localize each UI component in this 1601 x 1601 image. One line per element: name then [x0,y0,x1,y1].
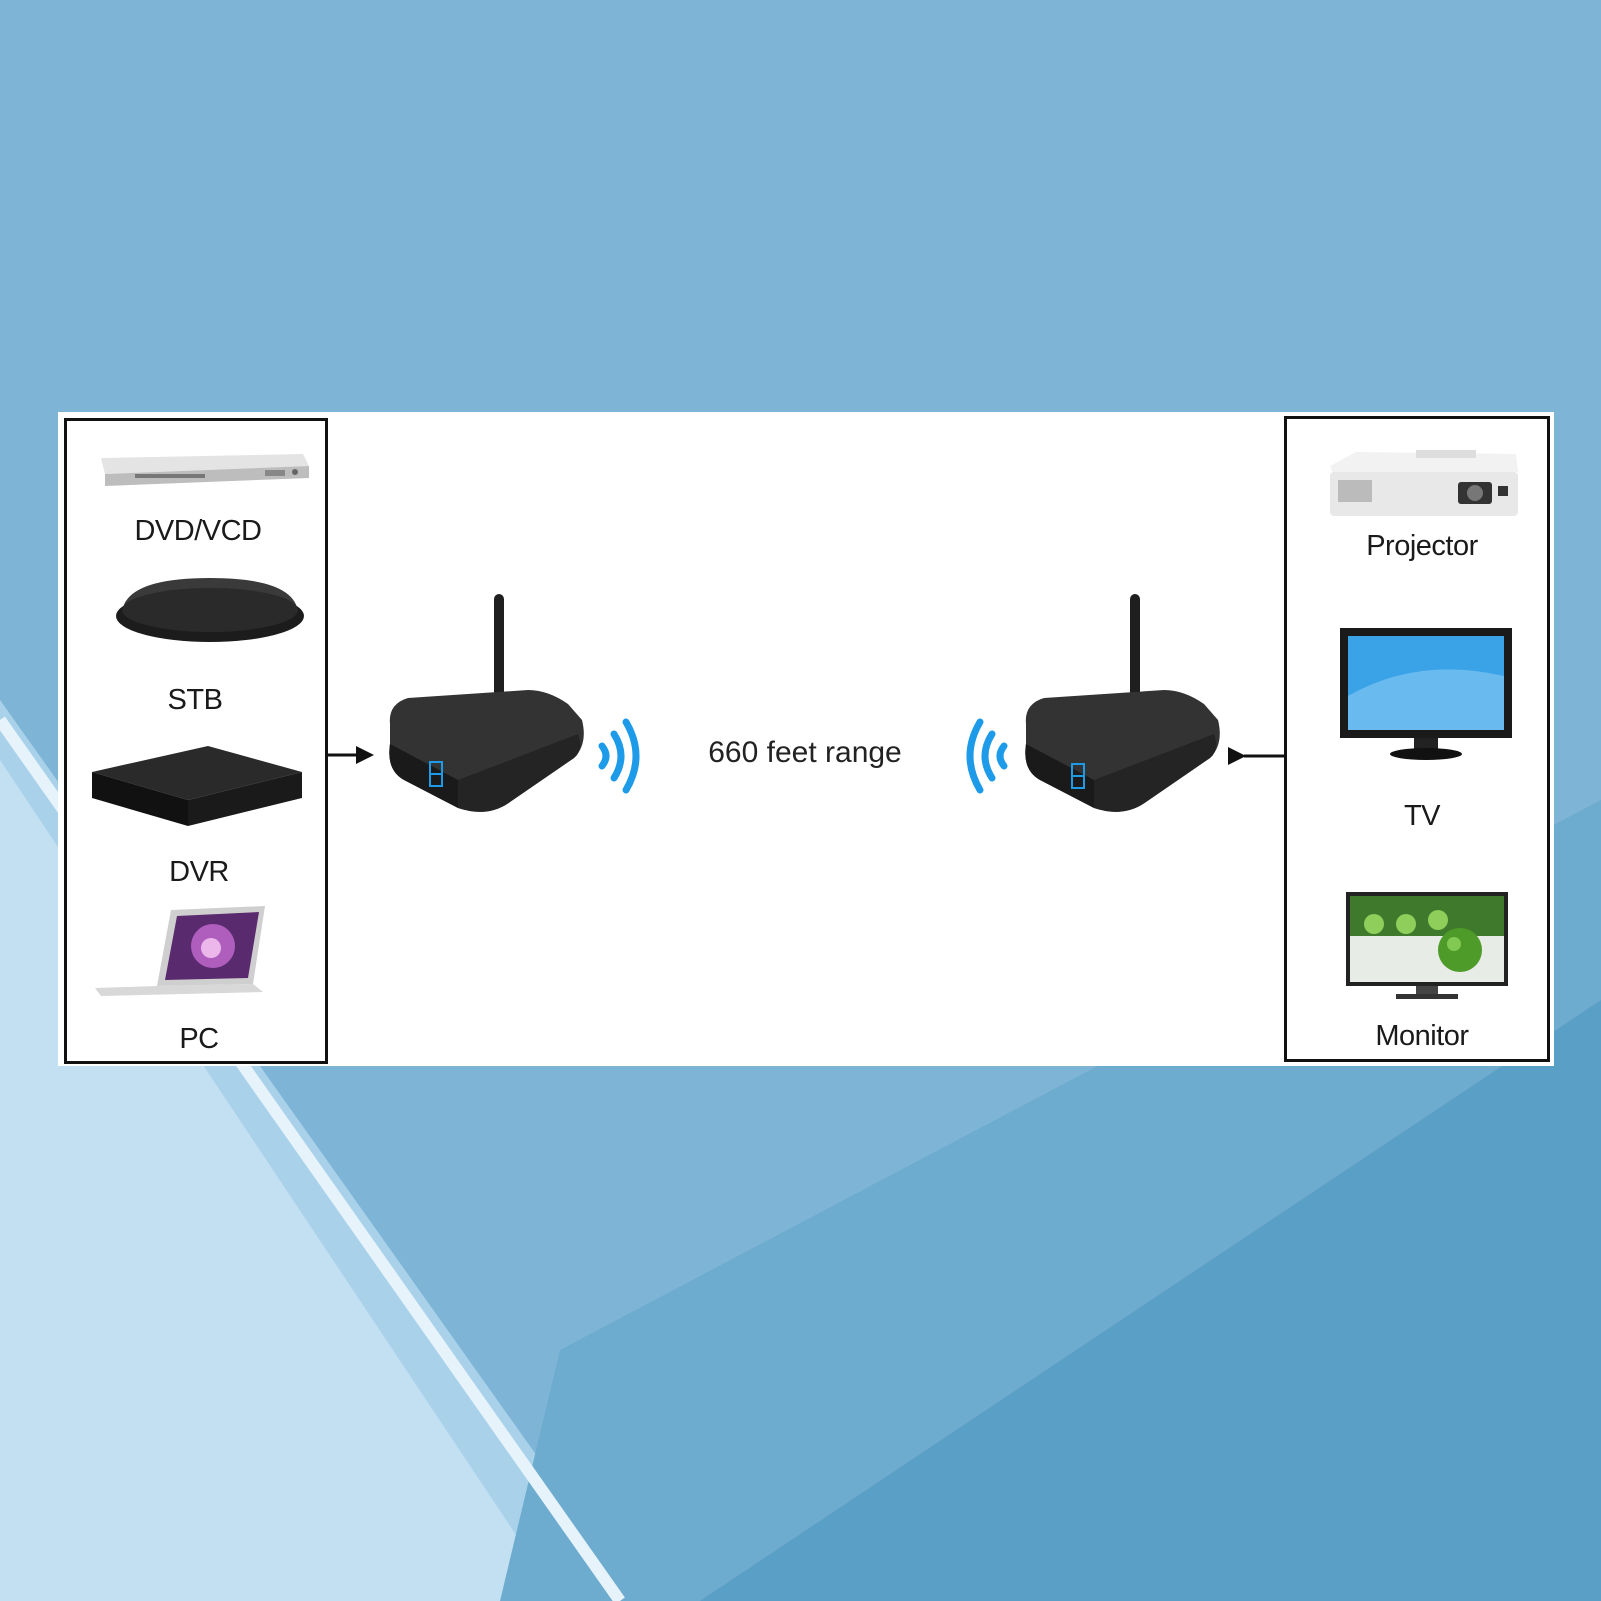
source-label-dvr: DVR [169,856,229,888]
projector-icon [1330,450,1518,516]
output-arrow [1228,747,1284,765]
input-arrow [328,746,374,764]
source-label-stb: STB [167,684,223,716]
source-label-pc: PC [179,1023,219,1055]
signal-waves-out-icon [598,718,640,794]
source-label-dvd: DVD/VCD [134,515,262,547]
display-label-tv: TV [1403,800,1441,832]
receiver-icon [1025,594,1220,812]
set-top-box-icon [116,578,304,642]
tv-icon [1340,628,1512,760]
dvd-player-icon [101,454,309,486]
transmitter-icon [389,594,584,812]
dvr-icon [92,746,302,826]
monitor-icon [1346,892,1508,999]
range-label: 660 feet range [708,736,902,769]
signal-waves-in-icon [966,718,1008,794]
display-label-monitor: Monitor [1375,1020,1469,1052]
display-label-projector: Projector [1366,530,1478,562]
laptop-icon [95,906,265,996]
